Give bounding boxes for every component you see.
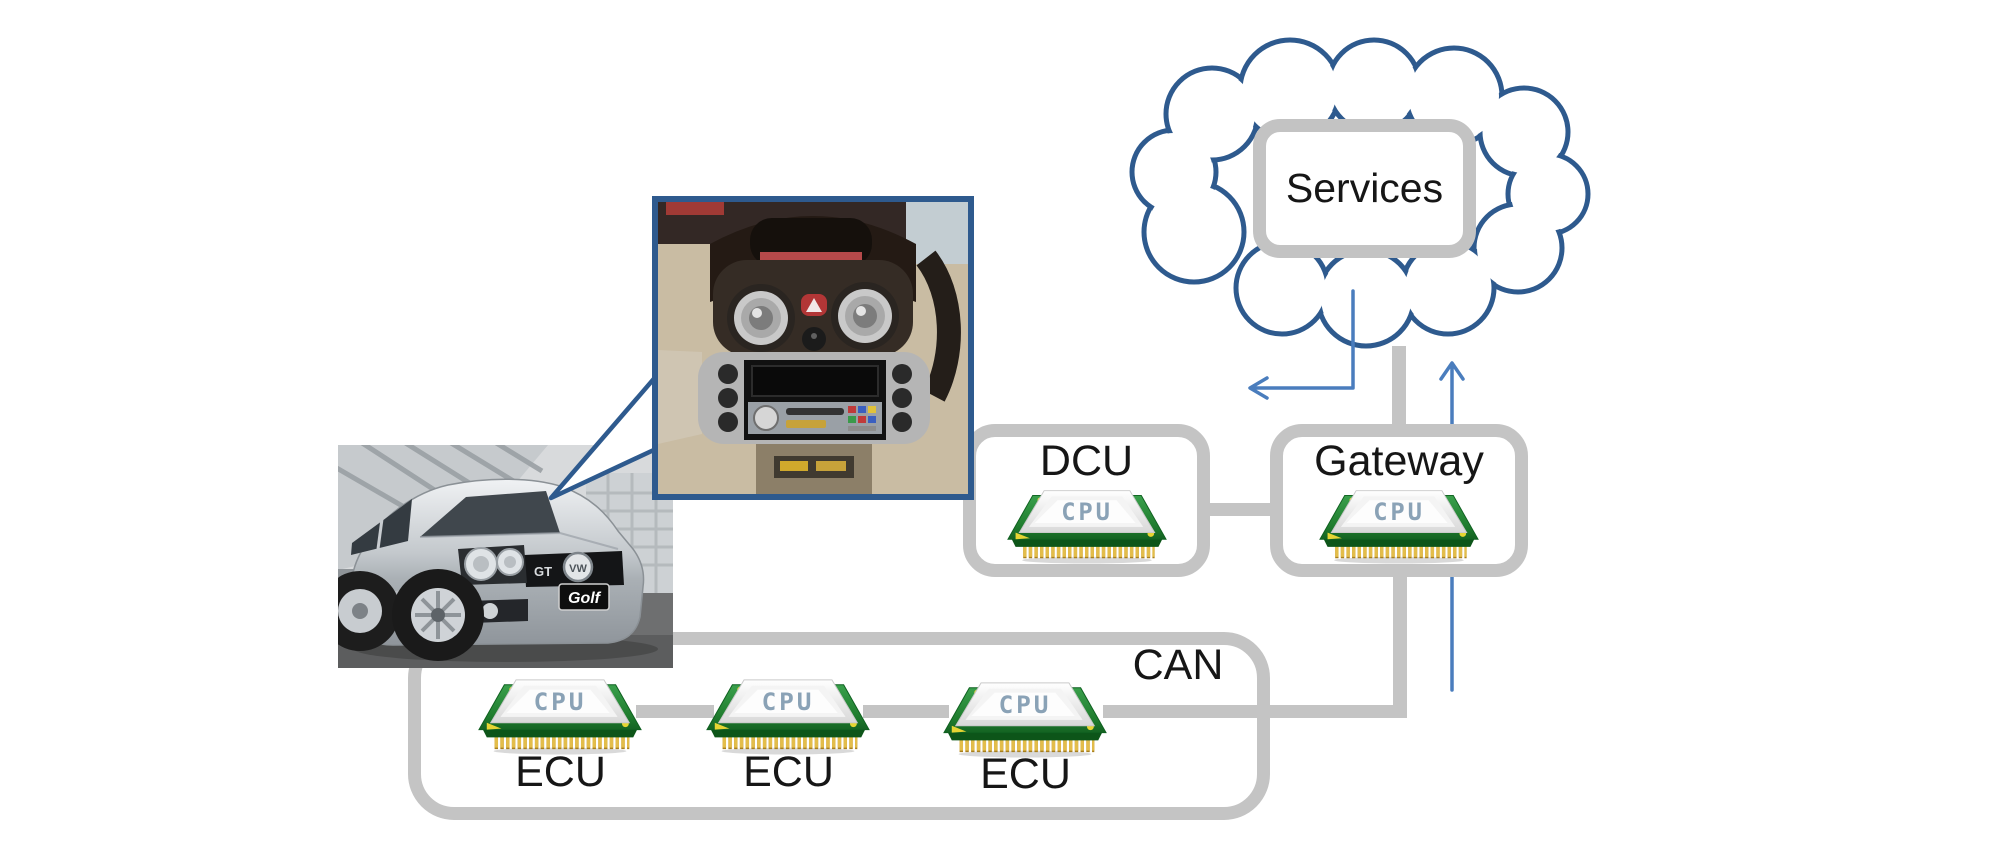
gateway-cpu-chip-icon: CPU <box>1316 484 1482 564</box>
bus-segment-ecu2-ecu3 <box>863 705 949 718</box>
svg-text:CPU: CPU <box>1061 498 1113 526</box>
svg-text:Golf: Golf <box>568 590 602 607</box>
dashboard-photo <box>652 196 974 500</box>
svg-text:VW: VW <box>569 563 587 575</box>
connector-cloud-gateway <box>1392 346 1406 430</box>
gateway-label: Gateway <box>1314 437 1484 485</box>
services-node: Services <box>1253 119 1476 258</box>
svg-text:CPU: CPU <box>999 690 1052 719</box>
svg-text:CPU: CPU <box>1373 498 1425 526</box>
svg-text:CPU: CPU <box>534 687 587 716</box>
svg-text:CPU: CPU <box>762 687 815 716</box>
radio-head-unit <box>744 360 886 440</box>
console-side-buttons <box>718 364 912 432</box>
golf-plate: Golf <box>558 583 610 611</box>
ecu3-cpu-chip-icon: CPU <box>942 676 1108 758</box>
dcu-node: DCU CPU <box>963 424 1210 577</box>
can-bus-label: CAN <box>1132 641 1224 689</box>
bus-segment-ecu1-ecu2 <box>636 705 714 718</box>
connector-dcu-gateway <box>1205 503 1275 516</box>
services-label: Services <box>1285 165 1444 211</box>
car-trim-badge: GT <box>534 564 552 579</box>
connector-gateway-canbus <box>1393 572 1407 718</box>
ecu1-cpu-chip-icon: CPU <box>477 673 643 755</box>
dcu-label: DCU <box>1039 437 1134 485</box>
bus-segment-ecu3-gateway <box>1103 705 1407 718</box>
car-body: GT VW Golf <box>338 478 645 661</box>
hazard-button <box>801 294 827 316</box>
ecu1-label: ECU <box>515 748 606 796</box>
air-vents <box>727 282 899 352</box>
wheels <box>338 569 484 661</box>
ecu2-label: ECU <box>743 748 834 796</box>
headlights <box>458 545 527 585</box>
steering-wheel-edge <box>916 250 961 402</box>
ecu3-label: ECU <box>980 750 1071 798</box>
dcu-cpu-chip-icon: CPU <box>1004 484 1170 564</box>
ecu2-cpu-chip-icon: CPU <box>705 673 871 755</box>
vw-logo: VW <box>562 551 594 583</box>
gateway-node: Gateway CPU <box>1270 424 1528 577</box>
car-photo: GT VW Golf <box>338 445 673 668</box>
cloud-shape <box>1129 37 1591 349</box>
